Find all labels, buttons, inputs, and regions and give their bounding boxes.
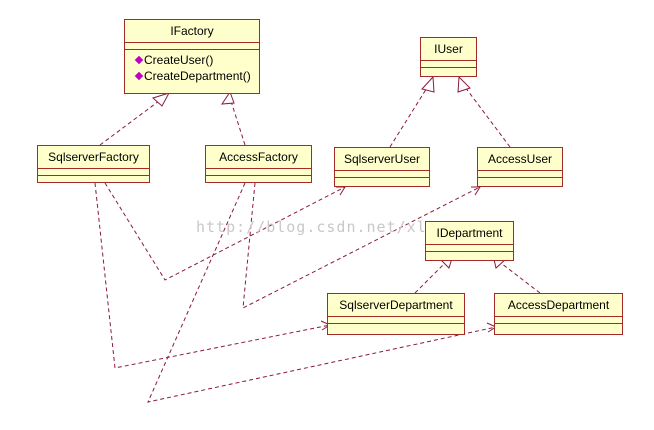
class-sqlserver-factory[interactable]: SqlserverFactory [37,145,150,183]
class-name: AccessDepartment [495,294,622,317]
class-sqlserver-department[interactable]: SqlserverDepartment [327,293,465,335]
dependency-sqlserverfactory-sqlserveruser [104,182,346,281]
dependency-accessfactory-accessuser [242,182,481,309]
class-sqlserver-user[interactable]: SqlserverUser [334,147,430,187]
realization-arrowhead [221,90,235,105]
dependency-arrowhead [471,186,481,196]
realization-sqlserverfactory-ifactory [99,97,164,146]
class-name: IFactory [125,20,259,43]
realization-accessfactory-ifactory [229,97,246,146]
operation-item: CreateUser() [134,52,259,68]
class-access-user[interactable]: AccessUser [477,147,563,187]
public-operation-icon [134,71,144,81]
attributes-compartment [206,169,311,176]
attributes-compartment [125,43,259,50]
class-name: AccessFactory [206,146,311,169]
operations-compartment: CreateUser() CreateDepartment() [125,50,259,84]
class-name: IDepartment [426,222,513,245]
class-access-department[interactable]: AccessDepartment [494,293,623,335]
class-idepartment[interactable]: IDepartment [425,221,514,261]
class-name: SqlserverFactory [38,146,149,169]
attributes-compartment [38,169,149,176]
realization-arrowhead [421,75,435,93]
public-operation-icon [134,55,144,65]
attributes-compartment [421,61,476,68]
dependency-sqlserverfactory-sqlserverdepartment [94,182,331,369]
realization-arrowhead [457,75,471,93]
operation-item: CreateDepartment() [134,68,259,84]
realization-sqlserveruser-iuser [389,82,431,148]
attributes-compartment [478,171,562,178]
class-access-factory[interactable]: AccessFactory [205,145,312,183]
attributes-compartment [328,317,464,324]
realization-sqlserverdepartment-idepartment [414,259,449,294]
class-iuser[interactable]: IUser [420,37,477,77]
realization-accessdepartment-idepartment [496,259,541,294]
dependency-accessfactory-accessdepartment [147,182,497,403]
class-name: AccessUser [478,148,562,171]
realization-accessuser-iuser [461,82,511,148]
attributes-compartment [495,317,622,324]
class-name: SqlserverDepartment [328,294,464,317]
realization-arrowhead [152,92,171,107]
attributes-compartment [426,245,513,252]
attributes-compartment [335,171,429,178]
class-ifactory[interactable]: IFactory CreateUser() CreateDepartment() [124,19,260,94]
operation-label: CreateDepartment() [144,69,251,83]
class-name: IUser [421,38,476,61]
watermark-text: http://blog.csdn.net/xlxy620 [196,218,477,236]
class-name: SqlserverUser [335,148,429,171]
operation-label: CreateUser() [144,53,214,67]
dependency-arrowhead [336,186,346,196]
